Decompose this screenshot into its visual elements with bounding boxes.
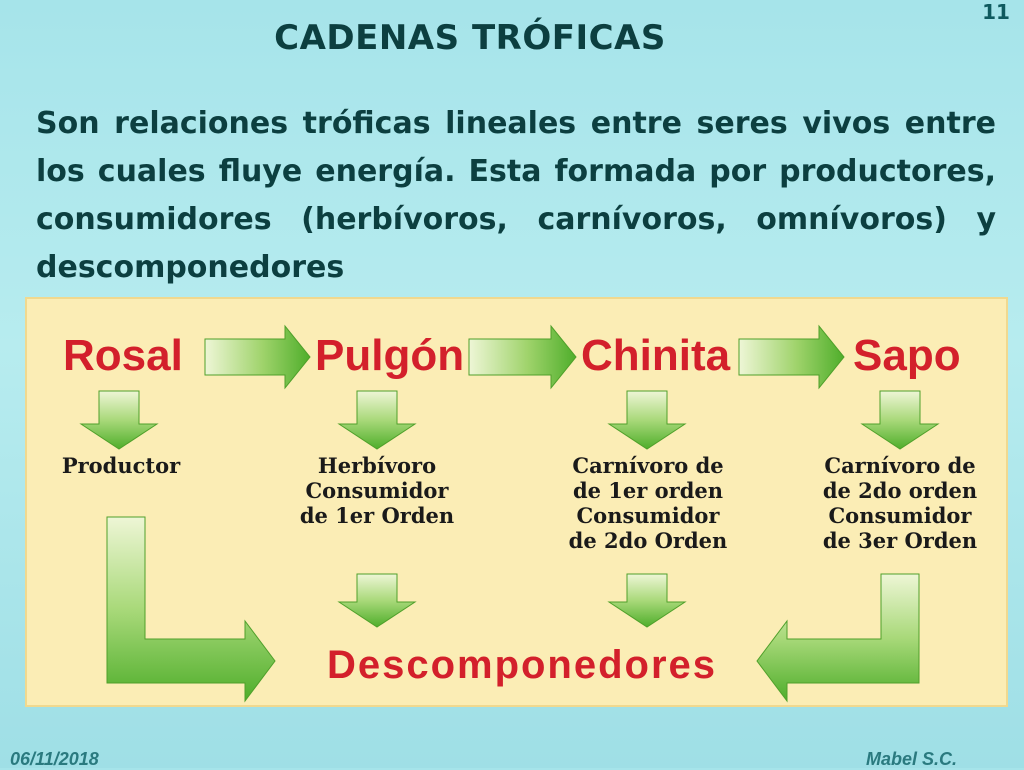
down-arrow-sapo (860, 390, 940, 450)
arrow-chinita-sapo (738, 324, 845, 390)
down-arrow-to-decomposers-2 (607, 573, 687, 628)
diagram-arrows (79, 324, 940, 703)
arrow-pulgon-chinita (468, 324, 577, 390)
down-arrow-to-decomposers-1 (337, 573, 417, 628)
role-carnivoro-1: Carnívoro de de 1er orden Consumidor de … (568, 453, 728, 553)
role-productor: Productor (61, 453, 181, 478)
body-paragraph: Son relaciones tróficas lineales entre s… (36, 106, 996, 285)
node-descomponedores: Descomponedores (326, 643, 718, 687)
footer-date: 06/11/2018 (10, 749, 99, 769)
arrow-rosal-pulgon (204, 324, 311, 390)
down-arrow-rosal (79, 390, 159, 450)
role-herbivoro: Herbívoro Consumidor de 1er Orden (299, 453, 455, 528)
l-arrow-left (106, 516, 276, 703)
role-carnivoro-2: Carnívoro de de 2do orden Consumidor de … (822, 453, 978, 553)
slide-title: CADENAS TRÓFICAS (274, 18, 666, 58)
down-arrow-pulgon (337, 390, 417, 450)
node-pulgon: Pulgón (315, 331, 465, 380)
node-chinita: Chinita (581, 331, 731, 380)
node-rosal: Rosal (63, 331, 183, 380)
food-chain-diagram: Rosal Pulgón Chinita Sapo Productor Herb… (25, 297, 1008, 707)
down-arrow-chinita (607, 390, 687, 450)
footer-author: Mabel S.C. (866, 749, 958, 769)
l-arrow-right (756, 573, 920, 703)
node-sapo: Sapo (853, 331, 961, 380)
slide-number: 11 (982, 0, 1010, 24)
